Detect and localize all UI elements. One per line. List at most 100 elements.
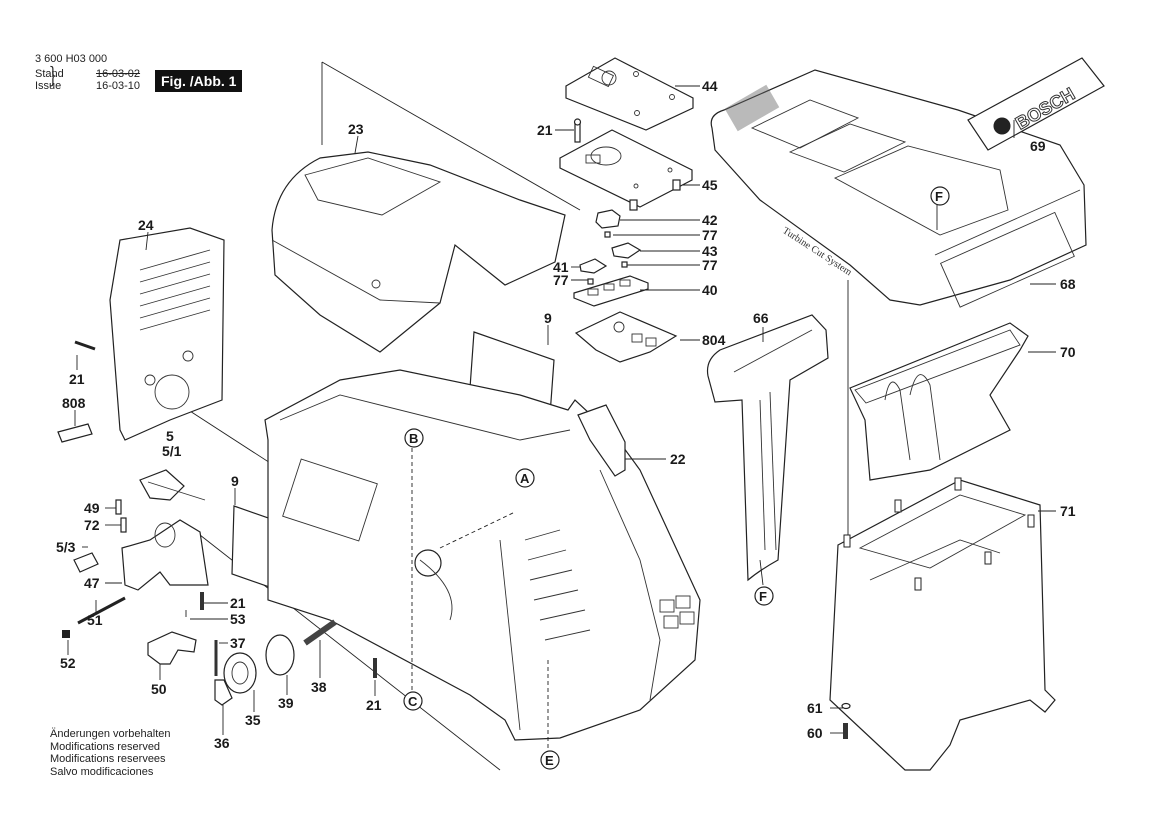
part-label[interactable]: 70	[1060, 344, 1076, 360]
part-24-side-cover[interactable]	[109, 227, 225, 441]
reference-markers: A B C E F F	[403, 186, 950, 770]
part-21-screw-lower[interactable]	[373, 658, 377, 678]
part-label[interactable]: 36	[214, 735, 230, 751]
part-label[interactable]: 22	[670, 451, 686, 467]
svg-text:F: F	[935, 189, 943, 204]
note-line: Änderungen vorbehalten	[50, 728, 171, 740]
document-number: 3 600 H03 000	[35, 53, 108, 65]
part-label[interactable]: 808	[62, 395, 86, 411]
part-label[interactable]: 42	[702, 212, 718, 228]
part-70-hopper-insert[interactable]	[849, 322, 1029, 481]
part-61-washer[interactable]	[841, 702, 851, 710]
part-43-button[interactable]	[611, 242, 642, 259]
part-label[interactable]: 21	[69, 371, 85, 387]
part-label[interactable]: 21	[537, 122, 553, 138]
part-label[interactable]: 47	[84, 575, 100, 591]
part-label[interactable]: 40	[702, 282, 718, 298]
part-label[interactable]: 9	[231, 473, 239, 489]
part-71-collection-box[interactable]	[829, 477, 1056, 771]
part-35-wheel[interactable]	[223, 652, 257, 694]
svg-text:A: A	[520, 471, 530, 486]
part-label[interactable]: 69	[1030, 138, 1046, 154]
modifications-note: Änderungen vorbehalten Modifications res…	[50, 728, 170, 778]
part-808-label[interactable]	[57, 423, 93, 443]
note-line: Salvo modificaciones	[50, 765, 154, 778]
part-39-ring[interactable]	[265, 634, 295, 676]
part-5-plug-connector[interactable]	[139, 469, 206, 501]
reference-f-bottom: F	[754, 586, 774, 606]
svg-text:B: B	[409, 431, 418, 446]
svg-text:C: C	[408, 694, 418, 709]
part-label[interactable]: 68	[1060, 276, 1076, 292]
part-23-upper-housing[interactable]	[271, 151, 566, 353]
part-label[interactable]: 5/1	[162, 443, 182, 459]
part-52-spring[interactable]	[62, 630, 70, 638]
part-804-circuit-board[interactable]	[574, 311, 678, 363]
part-44-switch-cover[interactable]	[565, 57, 694, 131]
part-36-latch[interactable]	[214, 679, 233, 706]
part-47-bracket[interactable]	[121, 519, 209, 591]
stand-label: Stand	[35, 68, 64, 80]
part-label[interactable]: 43	[702, 243, 718, 259]
part-22-guide[interactable]	[577, 404, 626, 477]
part-label[interactable]: 21	[230, 595, 246, 611]
part-40-switch-module[interactable]	[573, 275, 649, 307]
reference-b: B	[404, 428, 424, 448]
part-label[interactable]: 52	[60, 655, 76, 671]
part-label[interactable]: 9	[544, 310, 552, 326]
part-label[interactable]: 66	[753, 310, 769, 326]
part-label[interactable]: 50	[151, 681, 167, 697]
part-41-button[interactable]	[579, 258, 608, 274]
part-label[interactable]: 39	[278, 695, 294, 711]
part-label[interactable]: 77	[702, 227, 718, 243]
part-50-switch-lever[interactable]	[147, 631, 197, 665]
part-label[interactable]: 804	[702, 332, 726, 348]
part-label[interactable]: 44	[702, 78, 718, 94]
leader-line	[321, 61, 581, 211]
part-label[interactable]: 23	[348, 121, 364, 137]
part-label[interactable]: 45	[702, 177, 718, 193]
svg-text:E: E	[545, 753, 554, 768]
part-66-pusher[interactable]	[706, 314, 829, 582]
part-38-threaded-rod[interactable]	[303, 619, 337, 646]
main-housing[interactable]	[264, 369, 701, 741]
reference-f-top: F	[930, 186, 950, 206]
part-72-pin[interactable]	[120, 517, 127, 533]
part-label[interactable]: 37	[230, 635, 246, 651]
part-21-screw-bracket[interactable]	[200, 592, 204, 610]
part-label[interactable]: 51	[87, 612, 103, 628]
part-49-pin[interactable]	[115, 499, 122, 515]
part-label[interactable]: 60	[807, 725, 823, 741]
part-label[interactable]: 35	[245, 712, 261, 728]
part-51-rod[interactable]	[77, 596, 126, 625]
part-label[interactable]: 5	[166, 428, 174, 444]
part-label[interactable]: 38	[311, 679, 327, 695]
part-label[interactable]: 5/3	[56, 539, 76, 555]
part-label[interactable]: 49	[84, 500, 100, 516]
note-line: Modifications reservees	[50, 753, 166, 765]
part-label[interactable]: 21	[366, 697, 382, 713]
part-label[interactable]: 71	[1060, 503, 1076, 519]
brace-symbol: }	[48, 64, 58, 89]
reference-a: A	[515, 468, 535, 488]
part-5-3-clip[interactable]	[73, 552, 99, 573]
part-label[interactable]: 41	[553, 259, 569, 275]
figure-badge: Fig. /Abb. 1	[155, 70, 243, 92]
part-21-screw-side[interactable]	[74, 340, 96, 351]
leader-lines	[67, 85, 1056, 750]
part-labels: 44 21 45 42 77 43 77 41 77 40 804 23 24 …	[56, 78, 1076, 751]
part-label[interactable]: 24	[138, 217, 154, 233]
part-label[interactable]: 61	[807, 700, 823, 716]
part-45-plate[interactable]	[559, 129, 693, 211]
part-label[interactable]: 53	[230, 611, 246, 627]
part-label[interactable]: 72	[84, 517, 100, 533]
issue-label: Issue	[35, 80, 62, 92]
part-77-spring[interactable]	[587, 231, 628, 285]
part-label[interactable]: 77	[702, 257, 718, 273]
reference-e: E	[540, 750, 560, 770]
reference-c: C	[403, 691, 423, 711]
part-60-screw[interactable]	[843, 723, 848, 739]
part-21-screw[interactable]	[573, 118, 582, 143]
part-42-button[interactable]	[595, 209, 621, 229]
part-label[interactable]: 77	[553, 272, 569, 288]
